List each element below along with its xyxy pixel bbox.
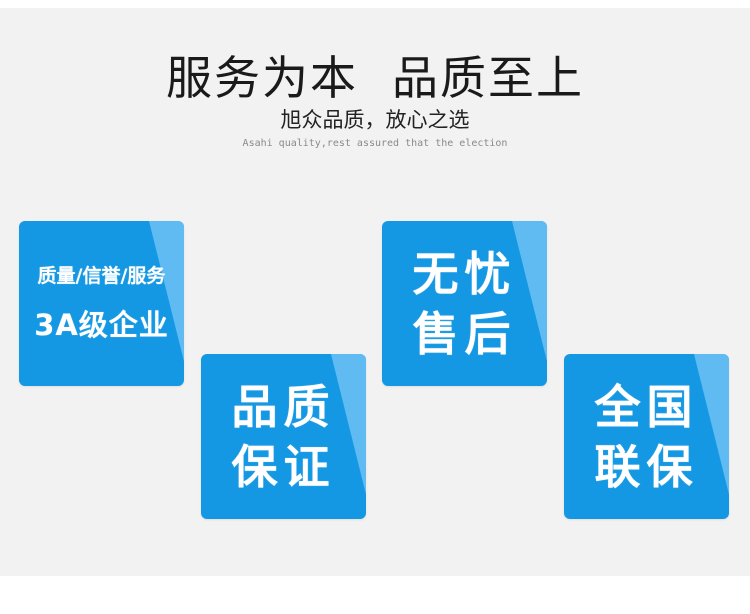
page-subtitle: 旭众品质，放心之选 <box>280 108 470 132</box>
card-after-sales: 无忧 售后 <box>382 221 547 386</box>
card-quality-line1: 品质 <box>231 380 336 434</box>
page-tagline: Asahi quality,rest assured that the elec… <box>242 138 508 149</box>
card-quality-guarantee: 品质 保证 <box>201 354 366 519</box>
page-title: 服务为本品质至上 <box>0 42 750 108</box>
title-left: 服务为本 <box>166 51 358 105</box>
card-after-sales-line2: 售后 <box>412 307 517 361</box>
card-3a-line1: 质量/信誉/服务 <box>37 265 166 287</box>
card-after-sales-line1: 无忧 <box>412 247 517 301</box>
card-warranty-line1: 全国 <box>594 380 699 434</box>
card-3a-line2: 3A级企业 <box>34 308 169 342</box>
card-warranty-line2: 联保 <box>594 440 699 494</box>
title-right: 品质至上 <box>392 51 584 105</box>
card-3a-enterprise: 质量/信誉/服务 3A级企业 <box>19 221 184 386</box>
card-national-warranty: 全国 联保 <box>564 354 729 519</box>
card-quality-line2: 保证 <box>231 440 336 494</box>
